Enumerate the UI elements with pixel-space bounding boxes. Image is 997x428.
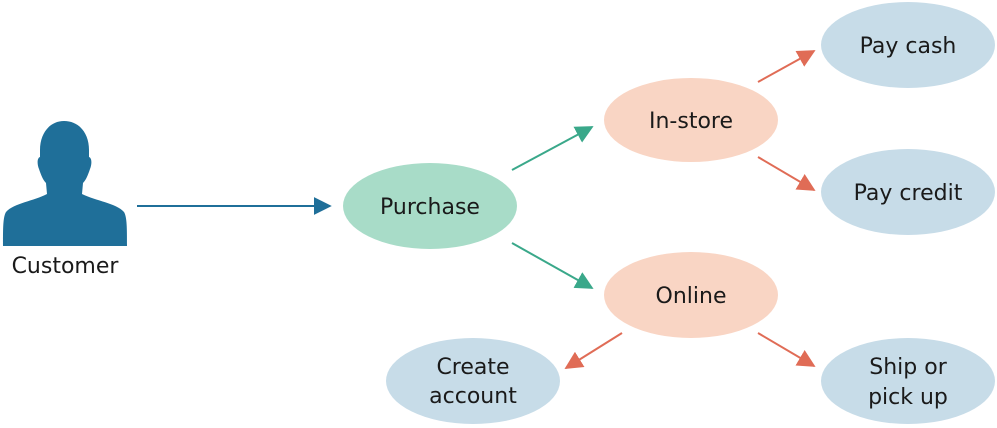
use-case-in-store: In-store xyxy=(604,78,778,162)
ship-or-pick-up-label-line2: pick up xyxy=(868,385,948,410)
customer-actor: Customer xyxy=(3,121,127,279)
use-case-pay-cash: Pay cash xyxy=(821,2,995,88)
create-account-label-line2: account xyxy=(429,384,517,409)
ship-or-pick-up-label-line1: Ship or xyxy=(869,355,947,380)
use-case-online: Online xyxy=(604,252,778,338)
use-case-pay-credit: Pay credit xyxy=(821,149,995,235)
arrow-in-store-to-pay-credit xyxy=(757,156,816,191)
arrow-purchase-to-in-store xyxy=(511,126,594,171)
pay-credit-label: Pay credit xyxy=(854,181,963,206)
arrow-online-to-ship-or-pick-up xyxy=(757,332,816,367)
arrow-purchase-to-online xyxy=(511,242,594,289)
online-label: Online xyxy=(656,284,727,309)
in-store-label: In-store xyxy=(649,109,733,134)
customer-label: Customer xyxy=(12,254,120,279)
purchase-label: Purchase xyxy=(380,195,480,220)
use-case-ship-or-pick-up: Ship or pick up xyxy=(821,338,995,424)
person-icon xyxy=(3,121,127,246)
use-case-purchase: Purchase xyxy=(343,163,517,249)
arrow-in-store-to-pay-cash xyxy=(757,50,816,83)
create-account-label-line1: Create xyxy=(436,355,509,380)
pay-cash-label: Pay cash xyxy=(860,34,957,59)
arrow-online-to-create-account xyxy=(564,332,623,369)
use-case-create-account: Create account xyxy=(386,338,560,424)
